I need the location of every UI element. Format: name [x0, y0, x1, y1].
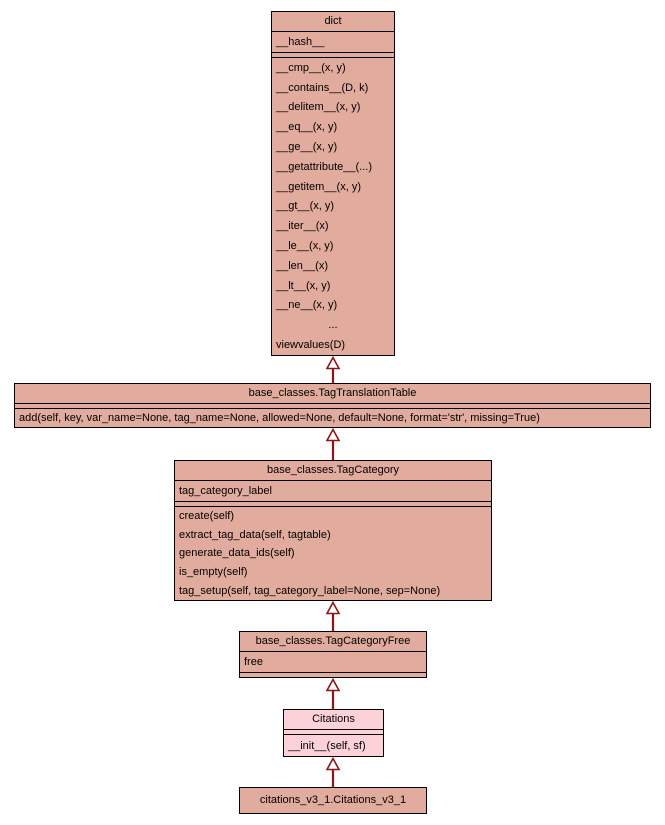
inheritance-arrow	[325, 601, 341, 631]
inheritance-arrow	[325, 428, 341, 460]
class-title: base_classes.TagCategory	[175, 461, 491, 481]
member-row: extract_tag_data(self, tagtable)	[179, 528, 331, 541]
member-row: add(self, key, var_name=None, tag_name=N…	[19, 412, 540, 424]
member-row: __contains__(D, k)	[276, 81, 369, 94]
member-row: is_empty(self)	[179, 566, 248, 579]
class-title: dict	[272, 12, 394, 32]
class-title: base_classes.TagCategoryFree	[240, 632, 426, 652]
member-row: __lt__(x, y)	[276, 279, 331, 292]
member-row: viewvalues(D)	[276, 339, 346, 352]
member-row: __delitem__(x, y)	[276, 101, 361, 114]
class-box-tag-category: base_classes.TagCategory tag_category_la…	[174, 460, 492, 601]
member-row: __eq__(x, y)	[276, 121, 338, 134]
member-row: __cmp__(x, y)	[276, 61, 346, 74]
member-row: tag_setup(self, tag_category_label=None,…	[179, 584, 441, 597]
class-title: Citations	[284, 710, 383, 730]
compartment-separator	[284, 730, 383, 735]
class-methods: add(self, key, var_name=None, tag_name=N…	[15, 409, 650, 427]
member-row: __iter__(x)	[276, 220, 329, 233]
class-attributes: __hash__	[272, 32, 394, 52]
member-row: __len__(x)	[276, 259, 328, 272]
compartment-separator	[272, 52, 394, 58]
compartment-separator	[15, 404, 650, 409]
class-methods: __init__(self, sf)	[284, 735, 383, 756]
compartment-separator	[240, 672, 426, 677]
hollow-triangle-arrowhead-icon	[325, 428, 341, 442]
class-box-citations-v3-1: citations_v3_1.Citations_v3_1	[239, 787, 427, 814]
member-row: __gt__(x, y)	[276, 200, 335, 213]
member-row: __ne__(x, y)	[276, 299, 338, 312]
class-title: citations_v3_1.Citations_v3_1	[259, 794, 407, 806]
member-row: __getattribute__(...)	[276, 160, 373, 173]
class-attributes: tag_category_label	[175, 481, 491, 501]
member-row: __le__(x, y)	[276, 240, 334, 253]
hollow-triangle-arrowhead-icon	[325, 601, 341, 615]
member-row: __getitem__(x, y)	[276, 180, 361, 193]
member-row: free	[244, 656, 263, 668]
member-row: __hash__	[276, 36, 325, 48]
class-box-citations: Citations __init__(self, sf)	[283, 709, 384, 757]
class-box-tag-category-free: base_classes.TagCategoryFree free	[239, 631, 427, 678]
inheritance-arrow	[325, 757, 341, 787]
member-row: tag_category_label	[179, 485, 272, 497]
hollow-triangle-arrowhead-icon	[325, 678, 341, 692]
member-row: ...	[328, 319, 338, 332]
inheritance-arrow	[325, 678, 341, 709]
member-row: __ge__(x, y)	[276, 141, 338, 154]
class-box-tag-translation-table: base_classes.TagTranslationTable add(sel…	[14, 383, 651, 428]
member-row: __init__(self, sf)	[288, 739, 366, 752]
hollow-triangle-arrowhead-icon	[325, 356, 341, 370]
class-title: base_classes.TagTranslationTable	[15, 384, 650, 404]
member-row: create(self)	[179, 510, 235, 523]
member-row: generate_data_ids(self)	[179, 547, 295, 560]
class-methods: __cmp__(x, y) __contains__(D, k) __delitem…	[272, 58, 394, 355]
class-box-dict: dict __hash__ __cmp__(x, y) __contains__(…	[271, 11, 395, 356]
hollow-triangle-arrowhead-icon	[325, 757, 341, 771]
class-attributes: free	[240, 652, 426, 672]
compartment-separator	[175, 501, 491, 507]
inheritance-arrow	[325, 356, 341, 383]
class-methods: create(self) extract_tag_data(self, tagta…	[175, 507, 491, 600]
